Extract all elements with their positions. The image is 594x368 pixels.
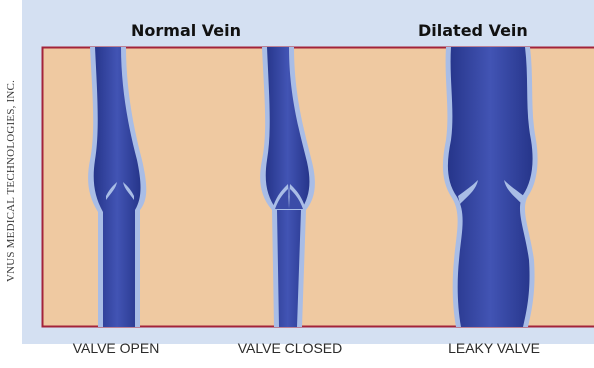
heading-dilated-vein: Dilated Vein bbox=[418, 21, 528, 40]
caption-valve-closed: VALVE CLOSED bbox=[238, 340, 343, 356]
dilated-vein-leaky-valve bbox=[443, 47, 538, 327]
heading-normal-vein: Normal Vein bbox=[131, 21, 241, 40]
caption-leaky-valve: LEAKY VALVE bbox=[448, 340, 540, 356]
image-credit: VNUS MEDICAL TECHNOLOGIES, INC. bbox=[5, 80, 17, 282]
caption-valve-open: VALVE OPEN bbox=[73, 340, 160, 356]
